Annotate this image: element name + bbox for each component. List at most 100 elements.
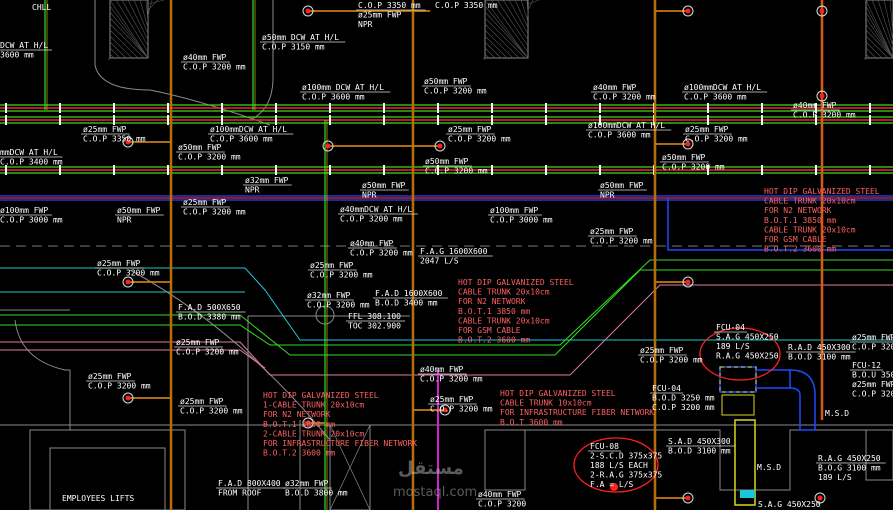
sprinkler-head-icon [682,5,694,17]
cable-trunk-note: CABLE TRUNK 20x10cm [458,288,550,297]
pipe-hanger [167,115,169,125]
sprinkler-head-icon [302,5,314,17]
pipe-label-text: ø25mm FWP [183,198,227,207]
pipe-hanger [707,115,709,125]
pipe-label-text: C.O.P 3200 mm [307,301,370,310]
pipe-hanger [815,115,817,125]
hatch-line [496,0,529,47]
pipe-label-text: EMPLOYEES LIFTS [62,494,134,503]
hatch-line [139,0,149,29]
hatch-line [865,0,893,59]
duct-outline [0,284,893,376]
pipe-hanger [167,165,169,175]
hatch-line [527,0,540,5]
pipe-hanger [59,103,61,113]
pipe-label-text: B.O.D 3380 mm [178,313,241,322]
sprinkler-head-icon [122,136,134,148]
hatch-line [147,0,165,5]
pipe-hanger [5,103,7,113]
pipe-label-text: C.O.P 3200 mm [88,382,151,391]
pipe-label-text: ø25mm FWP [852,333,893,342]
pipe-hanger [221,165,223,175]
pipe-hanger [707,165,709,175]
hatch-line [109,23,145,59]
pipe-label-text: C.O.P 3200 mm [420,375,483,384]
pipe-label-text: R.A.G 450X250 [818,454,881,463]
pipe-label-text: C.O.P 3200 mm [180,407,243,416]
sprinkler-head-icon [302,417,314,429]
hatch-line [482,57,486,61]
pipe-label-text: C.O.P 3350 mm [435,1,498,10]
hatch-line [527,0,534,11]
pipe-hanger [275,165,277,175]
pipe-label-text: C.O.P 3200 mm [340,215,403,224]
cable-trunk [667,198,893,251]
sprinkler-head-icon [442,407,448,413]
fcu-unit [719,366,757,393]
duct-outline [0,349,266,369]
annotation-label: ø50mm DCW AT H/LC.O.P 3150 mm [260,33,346,52]
sprinkler-head-icon [682,138,694,150]
hatch-line [109,11,149,59]
pipe-hanger [5,115,7,125]
sprinkler-head-icon [682,492,694,504]
pipe-label-text: C.O.P 3200 mm [183,63,246,72]
sprinkler-head-icon [685,8,691,14]
pipe-label-text: ø50mm DCW AT H/L [262,33,339,42]
pipe-label-text: FCU-12 [852,361,881,370]
hatch-line [865,29,893,59]
pipe-label-text: C.O.P 3200 mm [350,249,413,258]
pipe-label-text: S.A.G 450X250 [716,333,779,342]
pipe-hanger [383,103,385,113]
pipe-hanger [59,165,61,175]
pipe-label-text: ø50mm FWP [117,206,161,215]
hatch-line [520,0,529,23]
pipe-hanger [761,115,763,125]
pipe-label-text: ø25mm FWP [640,346,684,355]
hatch-line [863,57,867,61]
duct-outline [0,269,893,356]
hatch-line [871,0,893,53]
hatch-line [484,47,496,59]
hatch-line [133,0,149,35]
duct-outline [0,259,893,346]
hatched-column [484,429,526,491]
pipe-label-text: ø25mm FWP [685,125,729,134]
annotation-label: M.S.D [757,463,781,472]
cable-trunk-note: FOR N2 NETWORK [263,410,331,419]
pipe-label-text: ø25mm FWP [97,259,141,268]
hatch-line [877,0,893,47]
hatch-line [865,47,877,59]
sprinkler-head-icon [682,276,694,288]
pipe-hanger [437,115,439,125]
pipe-label-text: 189 L/S [818,473,852,482]
pipe-label-text: C.O.P 3400 mm [0,158,63,167]
pipe-hanger [221,103,223,113]
pipe-hanger [113,103,115,113]
pipe-label-text: C.O.P 3600 mm [302,93,365,102]
pipe-hanger [599,165,601,175]
pipe-label-text: C.O.P 3600 mm [588,131,651,140]
supply-duct [734,419,756,506]
pipe-label-text: F.A = L/S [590,480,634,489]
pipe-hanger [275,115,277,125]
pipe-label-text: ø40mm FWP [793,101,837,110]
pipe-label-text: C.O.P 3200 mm [662,163,725,172]
hatch-line [109,29,139,59]
